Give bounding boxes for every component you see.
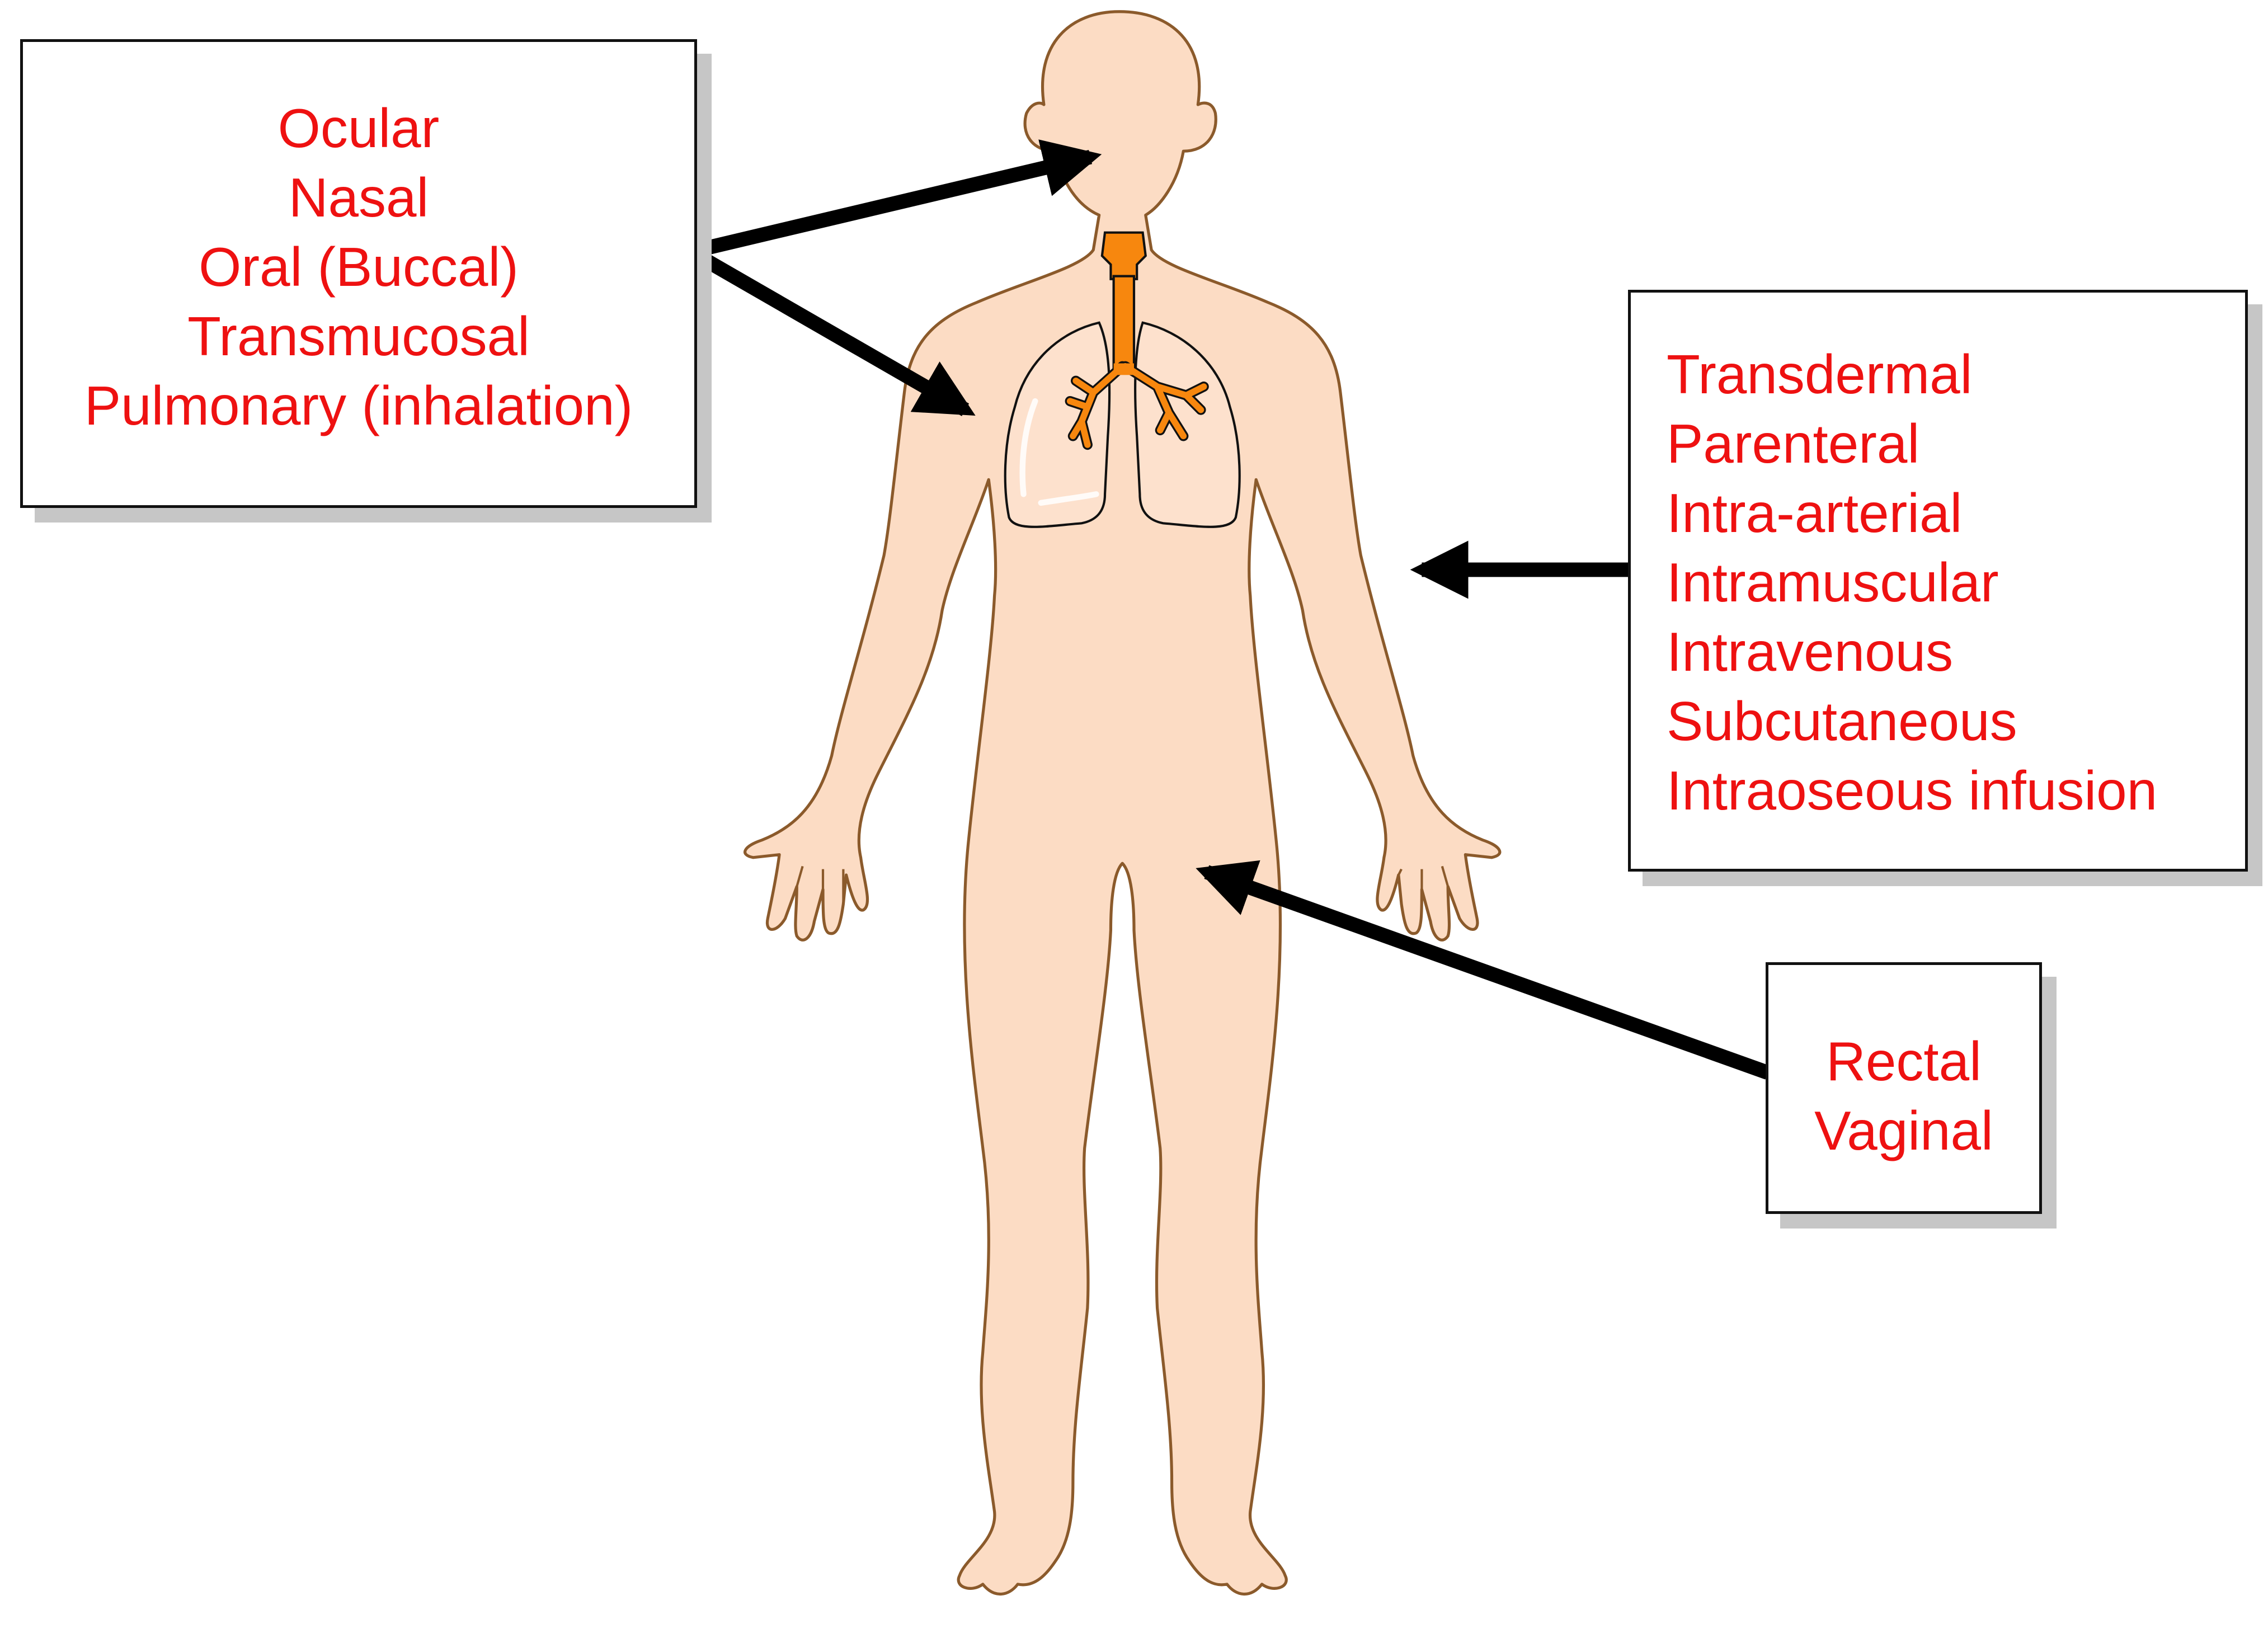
bronchi-right-fill — [1122, 363, 1207, 440]
finger-lines — [796, 865, 1450, 901]
left-lung — [1004, 321, 1111, 528]
arrow-to-pelvis — [1196, 860, 1771, 1080]
route-label-transmucosal: Transmucosal — [187, 305, 530, 367]
route-label-vaginal: Vaginal — [1814, 1100, 1993, 1161]
route-box-upper: Ocular Nasal Oral (Buccal) Transmucosal … — [20, 39, 697, 508]
arrow-to-lungs — [694, 250, 976, 416]
trachea — [1112, 275, 1136, 374]
route-label-pulmonary: Pulmonary (inhalation) — [84, 375, 633, 436]
route-label-intraoseous: Intraoseous infusion — [1667, 760, 2158, 821]
route-label-intra-arterial: Intra-arterial — [1667, 482, 1963, 544]
right-lung — [1134, 321, 1241, 528]
larynx — [1100, 231, 1147, 280]
route-box-right: Transdermal Parenteral Intra-arterial In… — [1628, 290, 2248, 872]
route-label-rectal: Rectal — [1826, 1030, 1982, 1092]
route-label-nasal: Nasal — [288, 167, 429, 228]
route-label-oral: Oral (Buccal) — [199, 236, 519, 298]
route-label-transdermal: Transdermal — [1667, 343, 1973, 405]
arrow-to-mouth — [696, 139, 1102, 257]
route-label-subcutaneous: Subcutaneous — [1667, 690, 2017, 752]
route-label-intravenous: Intravenous — [1667, 621, 1954, 682]
route-label-parenteral: Parenteral — [1667, 413, 1920, 474]
route-label-ocular: Ocular — [277, 97, 440, 159]
bronchi-left-fill — [1066, 363, 1126, 448]
route-box-lower: Rectal Vaginal — [1766, 962, 2042, 1214]
route-label-intramuscular: Intramuscular — [1667, 552, 1999, 613]
lung-highlight-lower — [1038, 491, 1099, 506]
lung-highlight — [1019, 398, 1038, 497]
carina — [1113, 363, 1134, 375]
